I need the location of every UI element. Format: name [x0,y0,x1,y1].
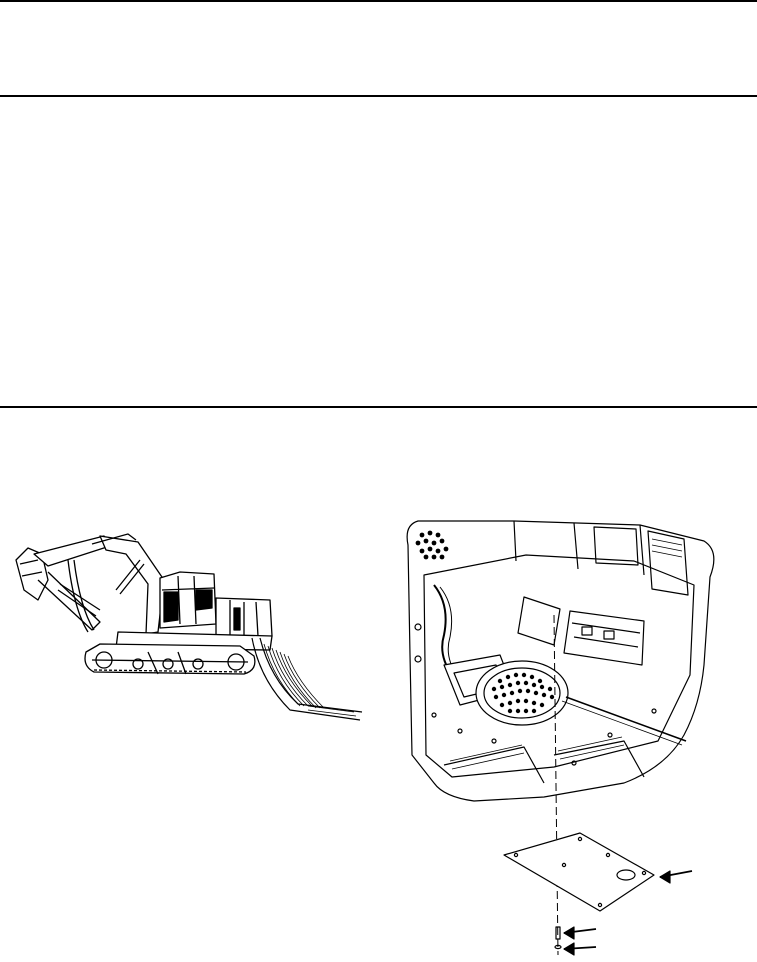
excavator-illustration [15,533,363,721]
cab-floor-illustration [406,520,715,956]
section-rule [0,95,757,97]
top-rule [0,0,757,2]
figure-rule [0,406,757,408]
